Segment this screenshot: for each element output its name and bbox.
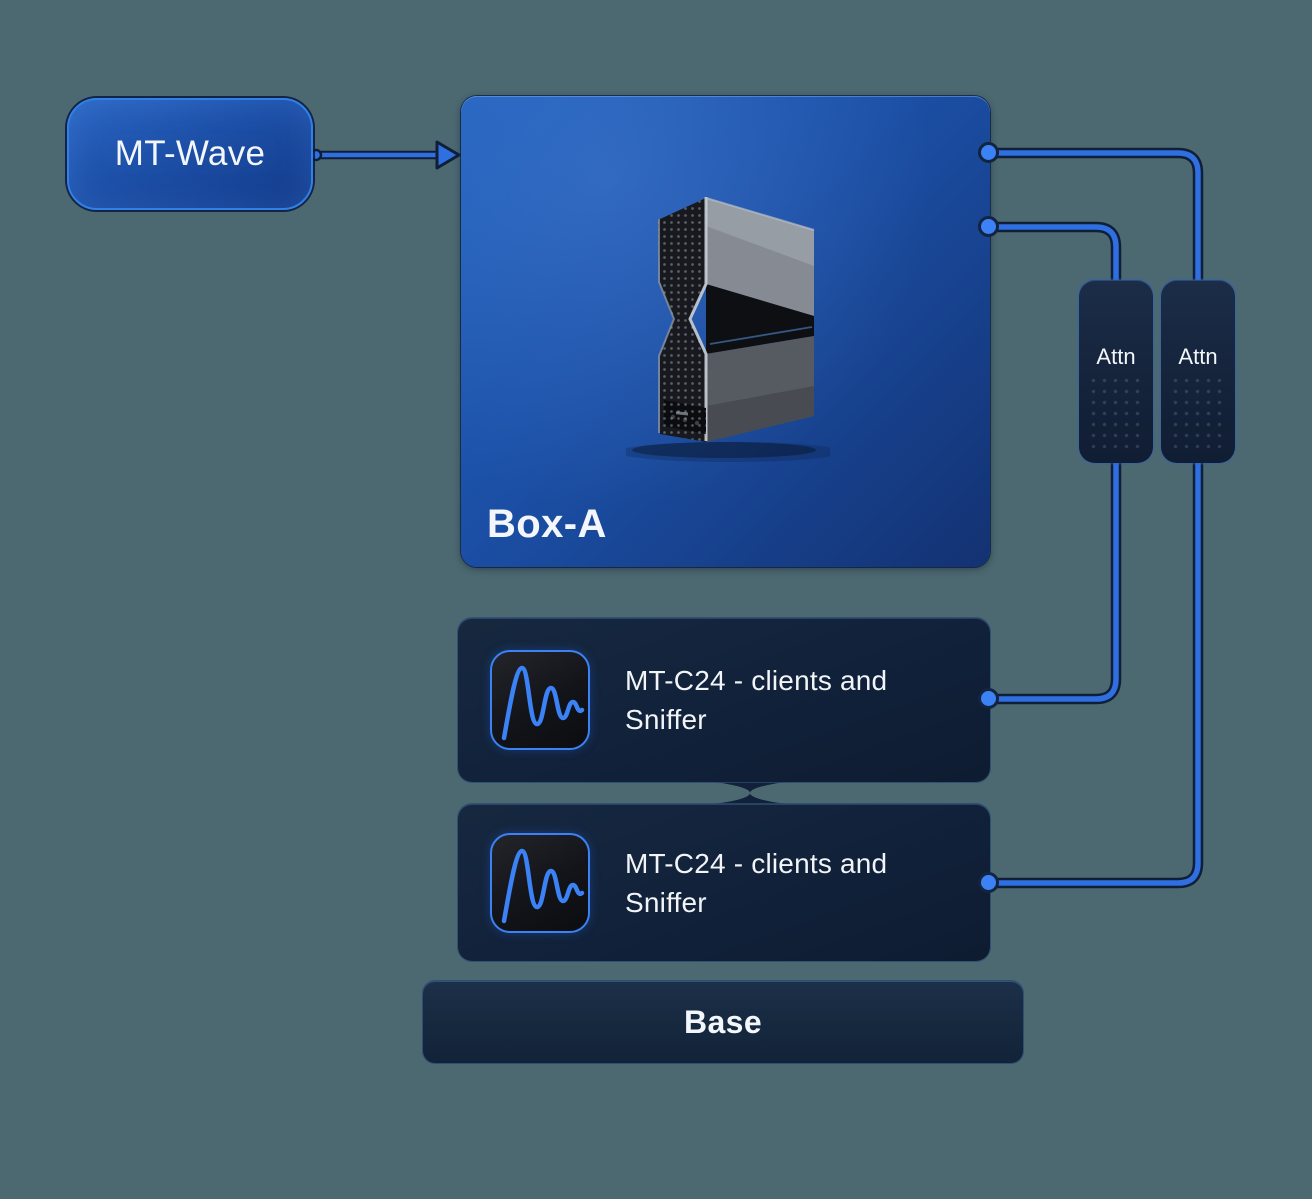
attn-left-label: Attn	[1096, 344, 1136, 369]
base-label: Base	[683, 1003, 763, 1040]
mt-wave-label: MT-Wave	[114, 134, 266, 173]
arrowhead-icon	[435, 140, 461, 170]
node-box-a[interactable]: Box-A	[461, 96, 990, 567]
waveform-icon	[490, 650, 590, 750]
router-device-image	[626, 184, 830, 464]
mt-c24-2-label: MT-C24 - clients and Sniffer	[625, 847, 888, 918]
port-dot-box-a-2	[978, 216, 999, 237]
port-dot-box-a-1	[978, 142, 999, 163]
box-a-label: Box-A	[487, 502, 607, 546]
node-mt-c24-1[interactable]: MT-C24 - clients and Sniffer	[458, 618, 990, 782]
node-attn-left[interactable]: Attn	[1079, 280, 1153, 463]
node-attn-right[interactable]: Attn	[1161, 280, 1235, 463]
mt-c24-1-label: MT-C24 - clients and Sniffer	[625, 665, 888, 735]
node-base[interactable]: Base	[423, 981, 1023, 1063]
port-dot-mt-c24-1	[978, 688, 999, 709]
port-dot-mt-c24-2	[978, 872, 999, 893]
node-mt-wave[interactable]: MT-Wave	[67, 98, 313, 210]
waveform-icon	[490, 832, 590, 933]
attn-right-label: Attn	[1178, 344, 1218, 369]
node-mt-c24-2[interactable]: MT-C24 - clients and Sniffer	[458, 804, 990, 961]
box-join-connector	[600, 780, 900, 806]
